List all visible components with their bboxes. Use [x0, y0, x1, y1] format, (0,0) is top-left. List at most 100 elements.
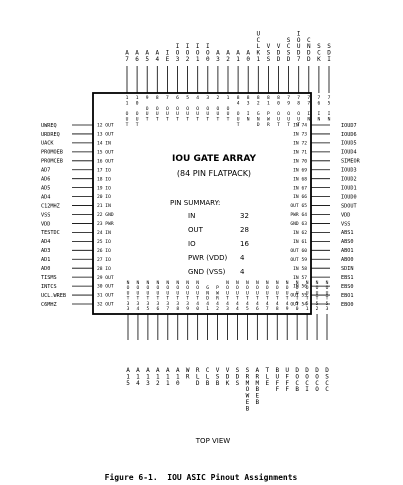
svg-text:7: 7: [307, 100, 310, 106]
left-pin-number: 26 IO: [97, 248, 111, 254]
svg-text:U: U: [266, 290, 269, 296]
svg-text:5: 5: [326, 301, 329, 307]
svg-text:4: 4: [266, 301, 269, 307]
svg-text:T: T: [227, 117, 230, 123]
svg-text:G: G: [257, 111, 260, 117]
top-pin-signal: IOUD7: [297, 30, 301, 63]
svg-text:B: B: [275, 367, 279, 374]
top-pin-number: 75 IN: [328, 95, 331, 123]
svg-text:U: U: [126, 117, 129, 123]
svg-text:A: A: [226, 50, 230, 57]
top-pin: A32 OUT: [216, 50, 220, 123]
svg-text:U: U: [285, 367, 289, 374]
svg-text:T: T: [326, 296, 329, 302]
svg-text:O: O: [206, 50, 210, 57]
svg-text:T: T: [166, 117, 169, 123]
left-pin-number: 18 IO: [97, 176, 111, 182]
svg-text:I: I: [328, 111, 331, 117]
svg-text:I: I: [186, 43, 190, 50]
svg-text:5: 5: [126, 380, 130, 387]
svg-text:F: F: [275, 380, 279, 387]
top-pin-number: 1 OUT: [227, 95, 230, 123]
svg-text:O: O: [316, 285, 319, 291]
left-pin-number: 27 IO: [97, 257, 111, 263]
svg-text:1: 1: [126, 373, 130, 380]
svg-text:5: 5: [145, 56, 149, 63]
svg-text:U: U: [286, 290, 289, 296]
svg-text:8: 8: [276, 306, 279, 312]
svg-text:S: S: [267, 50, 271, 57]
right-pin-number: IN 69: [293, 167, 307, 173]
bottom-pin-signal: A10: [176, 367, 180, 387]
right-pin-signal: EBS0: [341, 284, 354, 290]
svg-text:1: 1: [126, 100, 129, 106]
pin-summary-value: 32: [240, 212, 249, 220]
svg-text:D: D: [196, 380, 200, 387]
svg-text:3: 3: [127, 301, 130, 307]
left-pin-signal: C12MHZ: [41, 203, 60, 209]
svg-text:F: F: [285, 373, 289, 380]
right-pin-signal: SDIN: [341, 266, 354, 272]
top-pin-signal: A0: [246, 50, 250, 63]
bottom-pin-signal: A12: [156, 367, 160, 387]
svg-text:S: S: [325, 373, 329, 380]
right-pin-signal: SIMEOR: [341, 159, 361, 165]
svg-text:O: O: [206, 106, 209, 112]
pin-summary-row: GND (VSS)4: [188, 268, 245, 276]
svg-text:T: T: [276, 296, 279, 302]
svg-text:D: D: [257, 122, 260, 128]
svg-text:U: U: [226, 290, 229, 296]
left-pin-signal: AD4: [41, 194, 50, 200]
top-pin-signal: A5: [145, 50, 149, 63]
svg-text:O: O: [186, 106, 189, 112]
svg-text:O: O: [315, 373, 319, 380]
svg-text:B: B: [216, 380, 220, 387]
svg-text:T: T: [277, 122, 280, 128]
left-pin-number: 15 OUT: [97, 149, 114, 155]
svg-text:8: 8: [237, 95, 240, 101]
svg-text:A: A: [145, 50, 149, 57]
right-pin-signal: EBO0: [341, 302, 354, 308]
bottom-pin-signal: A15: [126, 367, 130, 387]
left-pin-number: 23 PWR: [97, 221, 114, 227]
top-pin-number: 83 IN: [247, 95, 250, 123]
top-pin-number: 79 OUT: [287, 95, 290, 128]
right-pin-number: GND 63: [290, 221, 307, 227]
svg-text:K: K: [256, 50, 260, 57]
svg-text:D: D: [287, 56, 291, 63]
svg-text:O: O: [137, 285, 140, 291]
svg-text:U: U: [137, 290, 140, 296]
svg-text:U: U: [277, 117, 280, 123]
bottom-pin-signal: CLB: [206, 367, 210, 387]
right-pin-number: IN 62: [293, 230, 307, 236]
svg-text:O: O: [166, 106, 169, 112]
svg-text:O: O: [226, 285, 229, 291]
svg-text:D: D: [305, 367, 309, 374]
svg-text:U: U: [166, 111, 169, 117]
svg-text:4: 4: [226, 301, 229, 307]
svg-text:3: 3: [186, 301, 189, 307]
svg-text:I: I: [166, 50, 170, 57]
right-pin-number: IN 73: [293, 132, 307, 138]
right-pin-number: IN 67: [293, 185, 307, 191]
